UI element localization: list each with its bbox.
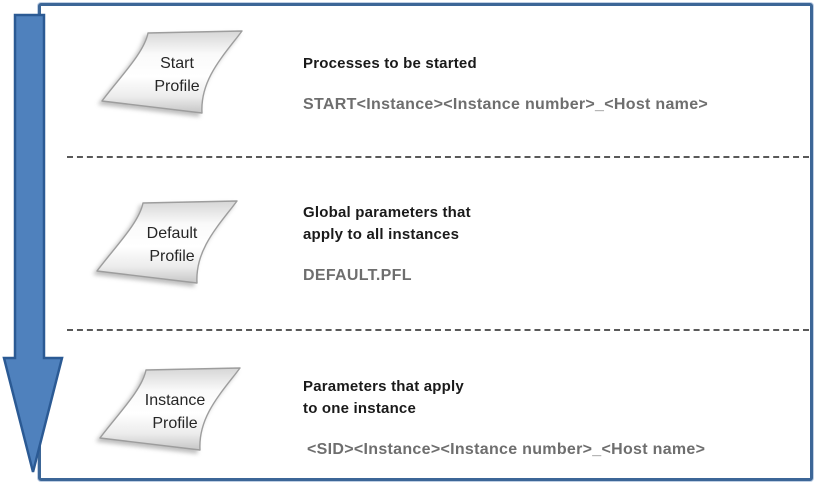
down-arrow-shape — [2, 13, 64, 473]
icon-label-line2: Profile — [154, 78, 200, 95]
heading-line1: Processes to be started — [303, 55, 477, 72]
profile-sheet-shape — [99, 367, 241, 451]
heading-line1: Parameters that apply — [303, 378, 464, 395]
icon-label: Default Profile — [95, 199, 241, 289]
heading-line1: Global parameters that — [303, 204, 471, 221]
down-arrow-icon — [2, 13, 64, 473]
icon-label-line1: Instance — [144, 392, 206, 409]
profile-sheet-shape — [96, 200, 238, 284]
instance-profile-sheet-icon: Instance Profile — [98, 366, 244, 456]
profile-filename: START<Instance><Instance number>_<Host n… — [303, 96, 709, 113]
icon-label: Start Profile — [100, 29, 246, 119]
section-heading: Global parameters that apply to all inst… — [303, 202, 471, 246]
dashed-separator — [67, 329, 809, 331]
default-profile-sheet-icon: Default Profile — [95, 199, 241, 289]
heading-line2: apply to all instances — [303, 226, 460, 243]
section-heading: Processes to be started — [303, 53, 477, 75]
start-profile-sheet-icon: Start Profile — [100, 29, 246, 119]
dashed-separator — [67, 156, 809, 158]
icon-label-line2: Profile — [149, 248, 195, 265]
icon-label-line2: Profile — [152, 415, 198, 432]
section-heading: Parameters that apply to one instance — [303, 376, 464, 420]
profile-sheet-shape — [101, 30, 243, 114]
heading-line2: to one instance — [303, 400, 417, 417]
icon-label-line1: Default — [146, 225, 198, 242]
profile-filename: DEFAULT.PFL — [303, 267, 412, 284]
profile-filename: <SID><Instance><Instance number>_<Host n… — [307, 441, 706, 458]
icon-label-line1: Start — [160, 55, 194, 72]
icon-label: Instance Profile — [98, 366, 244, 456]
